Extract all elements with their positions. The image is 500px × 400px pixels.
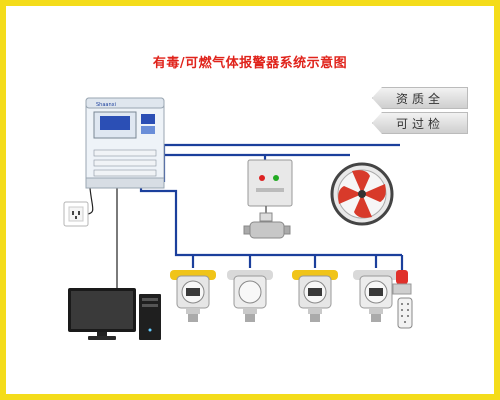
controller-brand: Shaanxi: [96, 102, 116, 108]
axial-fan-icon: [330, 162, 394, 226]
gas-detector-3-icon: [292, 270, 338, 322]
pc-tower-icon: [139, 294, 161, 340]
computer-monitor-icon: [68, 288, 136, 340]
gas-detector-1-icon: [170, 270, 216, 322]
solenoid-valve-icon: [243, 206, 291, 239]
remote-control-icon: [397, 297, 413, 329]
control-box-icon: [247, 159, 293, 207]
gas-detector-4-icon: [353, 270, 399, 322]
wire-detector-bus: [139, 186, 402, 257]
diagram-title: 有毒/可燃气体报警器系统示意图: [152, 56, 348, 71]
power-socket-icon: [63, 201, 89, 227]
sound-light-alarm-icon: [392, 270, 412, 295]
gas-detector-2-icon: [227, 270, 273, 322]
controller-cabinet-icon: Shaanxi: [85, 97, 165, 189]
tag-inspection: 可过检: [372, 112, 468, 134]
cables: [87, 186, 118, 292]
tag-qualification: 资质全: [372, 87, 468, 109]
power-cable: [87, 187, 94, 215]
